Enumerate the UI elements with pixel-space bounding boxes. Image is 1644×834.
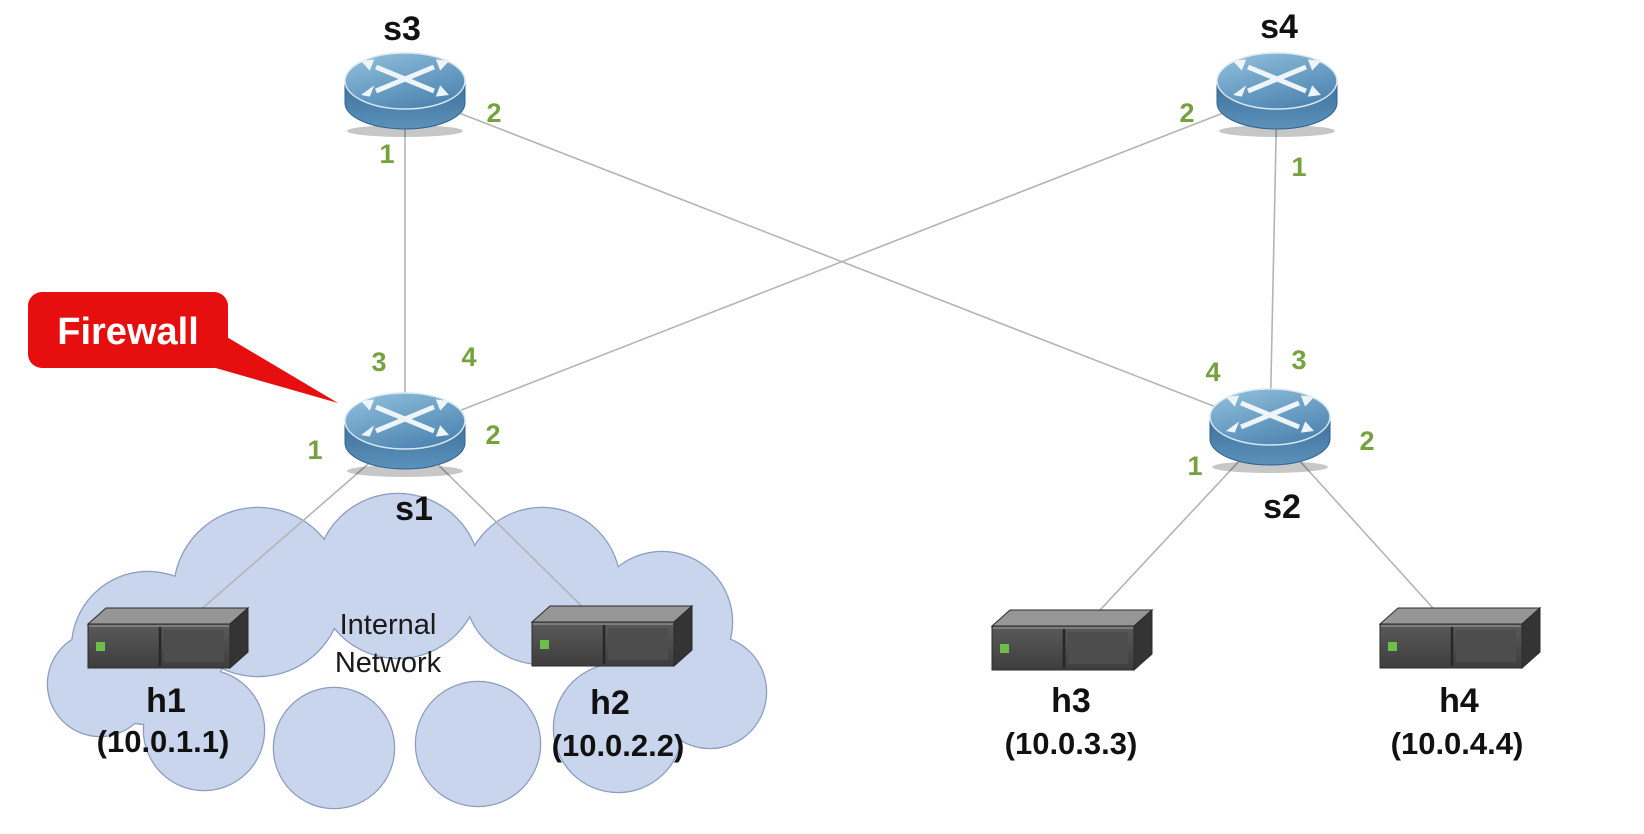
switch-label-s1: s1 — [395, 490, 433, 528]
firewall-callout: Firewall — [28, 292, 338, 403]
port-label-s1-4: 4 — [461, 342, 476, 372]
port-label-s1-3: 3 — [371, 347, 386, 377]
server-icon-h4 — [1378, 606, 1542, 670]
port-label-s1-2: 2 — [485, 420, 500, 450]
server-icon-h2 — [530, 604, 694, 668]
cloud-label-line1: Internal — [340, 609, 437, 641]
host-label-h1: h1 — [146, 682, 186, 720]
port-label-s1-1: 1 — [307, 435, 322, 465]
internal-network-cloud — [46, 492, 768, 810]
host-label-h4: h4 — [1439, 682, 1479, 720]
link-s3-s2 — [404, 91, 1271, 429]
switch-label-s2: s2 — [1263, 488, 1301, 526]
server-icon-h3 — [990, 608, 1154, 672]
port-label-s4-2: 2 — [1179, 98, 1194, 128]
link-s4-s1 — [404, 91, 1278, 433]
switch-label-s4: s4 — [1260, 8, 1298, 46]
firewall-callout-label: Firewall — [57, 311, 199, 353]
cloud-label-line2: Network — [335, 647, 442, 679]
port-label-s2-2: 2 — [1359, 426, 1374, 456]
port-label-s3-1: 1 — [379, 139, 394, 169]
router-icon-s4 — [1217, 53, 1337, 137]
port-label-s3-2: 2 — [486, 98, 501, 128]
host-label-h3: h3 — [1051, 682, 1091, 720]
link-s1-h2 — [404, 431, 613, 637]
server-icon-h1 — [86, 606, 250, 670]
router-icon-s3 — [345, 53, 465, 137]
host-ip-h1: (10.0.1.1) — [97, 724, 230, 759]
host-ip-h4: (10.0.4.4) — [1391, 726, 1524, 761]
router-icon-s2 — [1210, 389, 1330, 473]
firewall-callout-box — [28, 292, 228, 368]
port-label-s2-3: 3 — [1291, 345, 1306, 375]
link-s4-s2 — [1269, 91, 1278, 429]
host-ip-h3: (10.0.3.3) — [1005, 726, 1138, 761]
port-labels: 1 2 2 1 3 4 1 2 4 3 1 2 — [307, 98, 1374, 481]
port-label-s2-4: 4 — [1205, 357, 1220, 387]
port-label-s4-1: 1 — [1291, 152, 1306, 182]
switch-label-s3: s3 — [383, 10, 421, 48]
link-s1-h1 — [167, 431, 406, 639]
host-ip-h2: (10.0.2.2) — [552, 728, 685, 763]
host-label-h2: h2 — [590, 684, 630, 722]
port-label-s2-1: 1 — [1187, 451, 1202, 481]
firewall-callout-tail — [205, 330, 338, 403]
router-icon-s1 — [345, 393, 465, 477]
